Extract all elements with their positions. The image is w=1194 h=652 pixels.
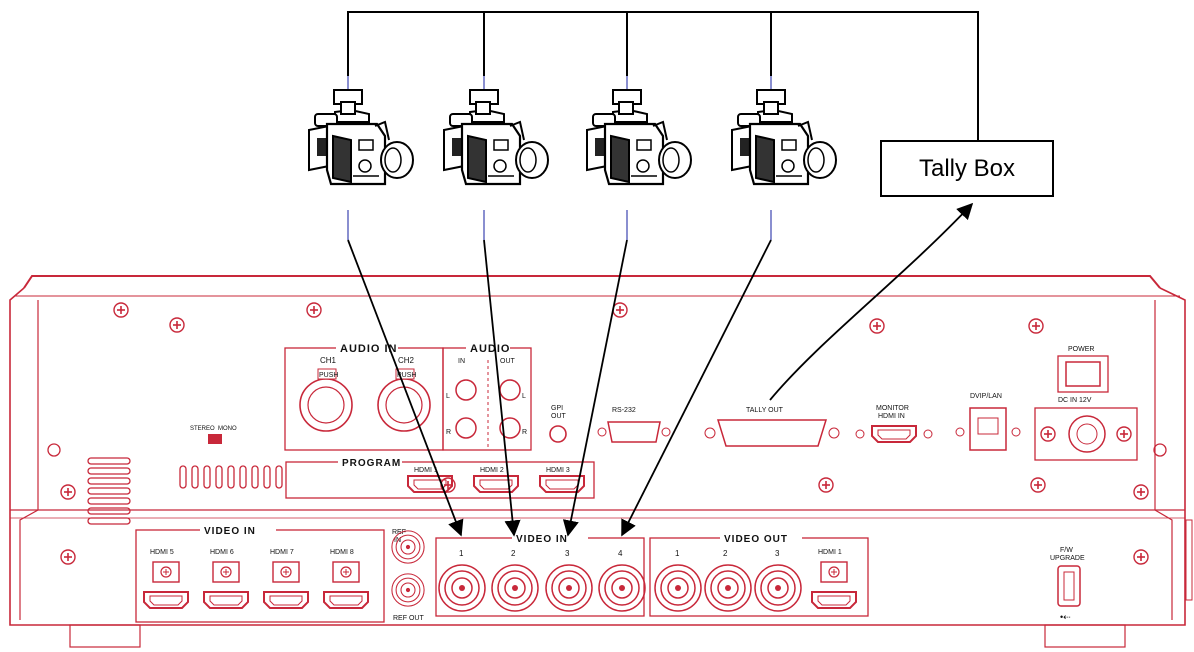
sdi-in-2-bnc[interactable] xyxy=(492,565,538,611)
fw-label-1: F/W xyxy=(1060,547,1073,554)
ref-in-label-1: REF xyxy=(392,529,406,536)
audio-l-in-label: L xyxy=(446,393,450,400)
sdi-in-1-bnc[interactable] xyxy=(439,565,485,611)
camera-3-to-sdi-3 xyxy=(568,240,627,535)
hdmi6-label: HDMI 6 xyxy=(210,549,234,556)
sdi-out-3-bnc[interactable] xyxy=(755,565,801,611)
ref-in-bnc[interactable] xyxy=(392,531,424,563)
camera-1-to-sdi-1 xyxy=(348,240,461,535)
hdmi8-port[interactable] xyxy=(324,592,368,608)
video-out-section: VIDEO OUT 1 2 3 HDMI 1 xyxy=(650,532,868,616)
audio-rca-section: AUDIO IN OUT L R L R xyxy=(443,342,531,450)
fw-label-2: UPGRADE xyxy=(1050,555,1085,562)
rca-in-r[interactable] xyxy=(456,418,476,438)
power-section: POWER DC IN 12V xyxy=(1035,346,1137,460)
sdi-out-2-bnc[interactable] xyxy=(705,565,751,611)
tally-box: Tally Box xyxy=(880,140,1054,197)
video-out-hdmi-label: HDMI 1 xyxy=(818,549,842,556)
audio-title: AUDIO xyxy=(470,343,510,355)
fw-upgrade-port[interactable]: F/W UPGRADE •⇠ xyxy=(1050,547,1085,622)
camera-4-to-sdi-4 xyxy=(622,240,771,535)
sdi-in-3-label: 3 xyxy=(565,549,570,558)
rs232-label: RS-232 xyxy=(612,407,636,414)
audio-r-out-label: R xyxy=(522,429,527,436)
cable-stubs-top xyxy=(348,76,771,90)
dvip-lan-label: DVIP/LAN xyxy=(970,393,1002,400)
gpi-label-2: OUT xyxy=(551,413,567,420)
sdi-out-1-label: 1 xyxy=(675,549,680,558)
program-hdmi3-label: HDMI 3 xyxy=(546,467,570,474)
program-hdmi1-label: HDMI 1 xyxy=(414,467,438,474)
xlr-combo-jack-ch2[interactable]: PUSH xyxy=(378,369,430,431)
mono-label: MONO xyxy=(218,426,237,432)
tally-wiring xyxy=(348,12,978,140)
audio-in-sub-label: IN xyxy=(458,358,465,365)
audio-ch1-label: CH1 xyxy=(320,356,337,365)
program-hdmi2-label: HDMI 2 xyxy=(480,467,504,474)
audio-ch2-label: CH2 xyxy=(398,356,415,365)
gpi-label-1: GPI xyxy=(551,405,563,412)
gpi-out-port[interactable]: GPI OUT xyxy=(550,405,567,442)
hdmi8-label: HDMI 8 xyxy=(330,549,354,556)
rs232-port[interactable]: RS-232 xyxy=(598,407,670,442)
tally-out-port[interactable]: TALLY OUT xyxy=(705,407,839,446)
ref-out-bnc[interactable] xyxy=(392,574,424,606)
dc-in-label: DC IN 12V xyxy=(1058,397,1092,404)
stereo-label: STEREO xyxy=(190,426,215,432)
sdi-out-3-label: 3 xyxy=(775,549,780,558)
sdi-out-1-bnc[interactable] xyxy=(655,565,701,611)
video-in-hdmi-section: VIDEO IN HDMI 5 HDMI 6 HDMI 7 HDMI 8 xyxy=(136,524,384,622)
video-in-sdi-section: VIDEO IN 1 2 3 4 xyxy=(436,532,645,616)
camera-3-icon xyxy=(587,102,691,184)
audio-in-section: AUDIO IN CH1 CH2 PUSH PUSH xyxy=(285,342,443,450)
video-in-sdi-title: VIDEO IN xyxy=(516,534,568,545)
video-out-hdmi-port[interactable] xyxy=(812,592,856,608)
program-section: PROGRAM HDMI 1 HDMI 2 HDMI 3 xyxy=(180,456,594,498)
camera-4-icon xyxy=(732,102,836,184)
monitor-label-1: MONITOR xyxy=(876,405,909,412)
audio-r-in-label: R xyxy=(446,429,451,436)
hdmi6-port[interactable] xyxy=(204,592,248,608)
sdi-out-2-label: 2 xyxy=(723,549,728,558)
sdi-in-4-bnc[interactable] xyxy=(599,565,645,611)
dvip-lan-port[interactable]: DVIP/LAN xyxy=(956,393,1020,450)
sdi-in-1-label: 1 xyxy=(459,549,464,558)
ref-out-label: REF OUT xyxy=(393,615,424,622)
camera-1-icon xyxy=(309,102,413,184)
hdmi5-label: HDMI 5 xyxy=(150,549,174,556)
power-switch[interactable] xyxy=(1066,362,1100,386)
dc-in-jack[interactable] xyxy=(1069,416,1105,452)
audio-out-sub-label: OUT xyxy=(500,358,516,365)
tally-out-to-tally-box-arrow xyxy=(770,204,972,400)
monitor-hdmi-in-port[interactable]: MONITOR HDMI IN xyxy=(856,405,932,442)
svg-text:•⇠: •⇠ xyxy=(1060,612,1071,622)
push-label-ch1: PUSH xyxy=(319,372,338,379)
reference-section: REF IN REF OUT xyxy=(392,529,425,622)
program-title: PROGRAM xyxy=(342,458,401,469)
hdmi7-port[interactable] xyxy=(264,592,308,608)
hdmi7-label: HDMI 7 xyxy=(270,549,294,556)
program-hdmi2-port[interactable] xyxy=(474,476,518,492)
sdi-in-4-label: 4 xyxy=(618,549,623,558)
video-out-title: VIDEO OUT xyxy=(724,534,788,545)
sdi-in-3-bnc[interactable] xyxy=(546,565,592,611)
video-in-left-title: VIDEO IN xyxy=(204,526,256,537)
stereo-mono-switch[interactable]: STEREO MONO xyxy=(190,426,237,444)
cable-stubs-bottom xyxy=(348,210,771,240)
sdi-in-2-label: 2 xyxy=(511,549,516,558)
hdmi5-port[interactable] xyxy=(144,592,188,608)
rca-out-l[interactable] xyxy=(500,380,520,400)
tally-box-label: Tally Box xyxy=(919,155,1015,183)
tally-out-label: TALLY OUT xyxy=(746,407,784,414)
camera-2-icon xyxy=(444,102,548,184)
rca-in-l[interactable] xyxy=(456,380,476,400)
monitor-label-2: HDMI IN xyxy=(878,413,905,420)
power-label: POWER xyxy=(1068,346,1094,353)
camera-2-to-sdi-2 xyxy=(484,240,514,535)
xlr-combo-jack-ch1[interactable]: PUSH xyxy=(300,369,352,431)
audio-l-out-label: L xyxy=(522,393,526,400)
